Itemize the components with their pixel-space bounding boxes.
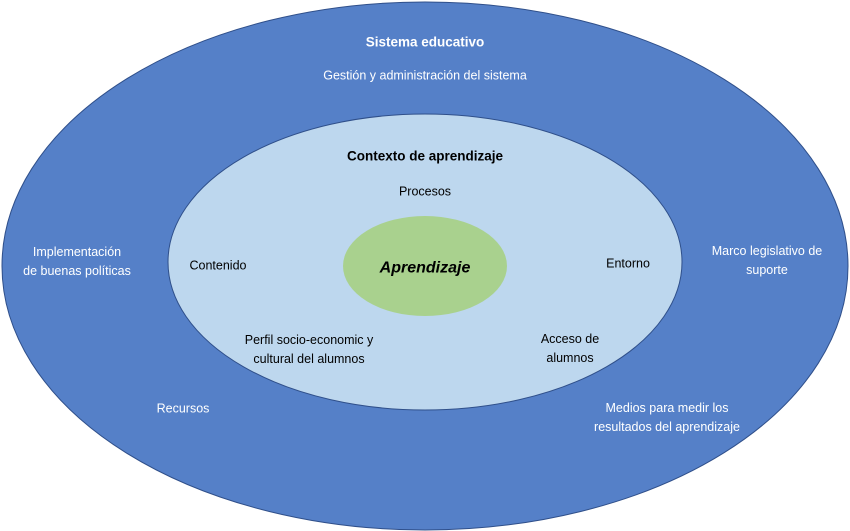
access-line-1: Acceso de (540, 332, 600, 346)
outer-item-policies: Implementación de buenas políticas (23, 243, 131, 281)
inner-title: Contexto de aprendizaje (346, 148, 504, 164)
outer-item-management: Gestión y administración del sistema (323, 68, 527, 83)
legislation-line-2: suporte (746, 263, 788, 277)
legislation-line-1: Marco legislativo de (711, 244, 823, 258)
core-ellipse-learning (343, 216, 507, 316)
outer-item-legislation: Marco legislativo de suporte (712, 242, 822, 280)
measurement-line-1: Medios para medir los (605, 401, 729, 415)
inner-item-environment: Entorno (606, 256, 650, 271)
core-title: Aprendizaje (379, 259, 471, 277)
inner-item-content: Contenido (189, 258, 247, 273)
profile-line-1: Perfil socio-economic y (244, 333, 374, 347)
outer-item-measurement: Medios para medir los resultados del apr… (594, 399, 740, 437)
outer-title: Sistema educativo (365, 34, 485, 50)
inner-item-access: Acceso de alumnos (541, 330, 599, 368)
access-line-2: alumnos (546, 351, 594, 365)
profile-line-2: cultural del alumnos (253, 352, 365, 366)
policies-line-1: Implementación (32, 245, 122, 259)
inner-item-processes: Procesos (398, 184, 452, 199)
inner-item-profile: Perfil socio-economic y cultural del alu… (245, 331, 374, 369)
measurement-line-2: resultados del aprendizaje (594, 420, 740, 434)
policies-line-2: de buenas políticas (23, 264, 131, 278)
outer-item-resources: Recursos (156, 401, 210, 416)
